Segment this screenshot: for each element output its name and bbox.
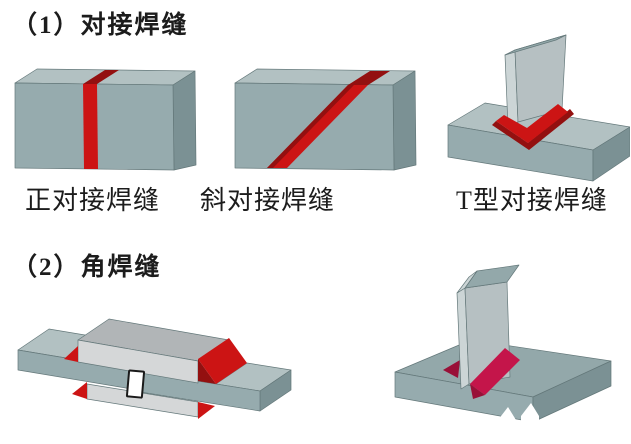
- figure-t-butt-weld: [447, 34, 630, 182]
- fillet-welds-top-cover: [64, 338, 247, 384]
- weld-seam-t-joint: [492, 104, 574, 150]
- section-heading-butt-welds: （1）对接焊缝: [12, 12, 189, 39]
- right-main-plate: [133, 362, 292, 412]
- vertical-plate: [504, 34, 567, 128]
- bottom-cover-plate: [72, 382, 215, 419]
- steel-block: [14, 68, 197, 171]
- weld-seam-straight: [83, 70, 119, 169]
- label-oblique-butt-weld: 斜对接焊缝: [200, 186, 336, 215]
- edge-artifacts: [498, 403, 539, 426]
- weld-seam-oblique: [267, 71, 390, 168]
- figure-oblique-butt-weld: [234, 68, 417, 171]
- vertical-plate: [456, 264, 520, 390]
- figure-lap-cover-fillet-weld: [17, 318, 292, 419]
- joint-gap-marker: [125, 369, 146, 399]
- label-straight-butt-weld: 正对接焊缝: [25, 186, 161, 215]
- fillet-weld-left: [443, 360, 460, 378]
- fillet-weld-right: [470, 348, 520, 399]
- section-heading-fillet-welds: （2）角焊缝: [12, 254, 162, 281]
- figure-straight-butt-weld: [14, 68, 197, 171]
- label-t-butt-weld: T型对接焊缝: [456, 186, 608, 215]
- figure-t-fillet-weld: [394, 264, 612, 426]
